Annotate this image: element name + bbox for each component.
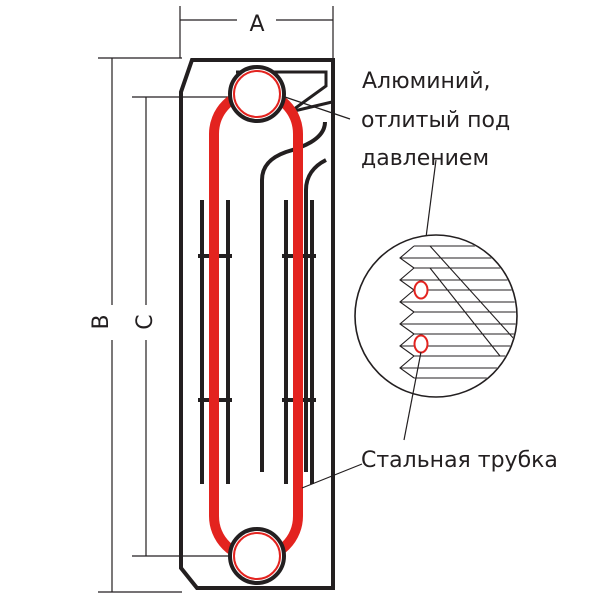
steel-tube-callout-leader (301, 351, 422, 489)
top-manifold-opening (228, 65, 286, 123)
aluminum-callout-line1: Алюминий, (362, 69, 491, 94)
dimension-a (179, 6, 334, 58)
radiator-fins (198, 200, 316, 484)
dimension-a-label: A (249, 12, 264, 37)
dimension-c-label: C (133, 314, 158, 329)
aluminum-callout-line3: давлением (361, 146, 489, 171)
steel-tube-callout: Стальная трубка (361, 448, 558, 473)
manifold-channel-outer (260, 121, 327, 472)
radiator-body-outline (179, 58, 335, 590)
dimension-b (98, 57, 182, 593)
bottom-opening-tube-ring (233, 532, 281, 580)
aluminum-callout-line2: отлитый под (361, 108, 510, 133)
dimension-b-label: B (89, 314, 114, 329)
bottom-manifold-opening (228, 527, 286, 585)
magnified-detail (354, 234, 518, 398)
steel-leader-line (301, 463, 363, 489)
top-manifold-contour (236, 70, 333, 114)
manifold-channel-inner (304, 158, 327, 472)
steel-detail-leader-line (403, 351, 422, 441)
detail-tube-section-upper (413, 280, 429, 300)
top-opening-tube-ring (233, 70, 281, 118)
aluminum-leader-line (281, 95, 351, 120)
detail-tube-section-lower (413, 334, 429, 354)
